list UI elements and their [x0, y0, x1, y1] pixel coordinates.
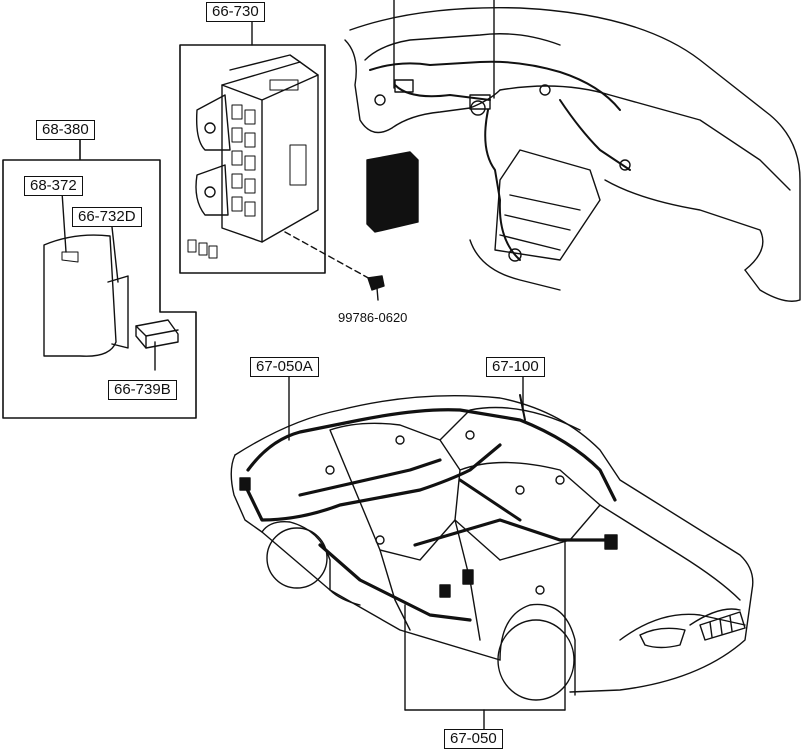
label-floor-harness: 67-050	[444, 729, 503, 749]
cover-assembly-illustration	[2, 139, 197, 419]
label-roof-harness: 67-100	[486, 357, 545, 377]
label-relay-bracket: 66-732D	[72, 207, 142, 227]
fuse-block-illustration	[179, 19, 385, 301]
label-cover: 68-372	[24, 176, 83, 196]
label-relay: 66-739B	[108, 380, 177, 400]
label-front-harness: 67-050A	[250, 357, 319, 377]
car-body-illustration	[230, 376, 754, 733]
label-fuse-block: 66-730	[206, 2, 265, 22]
label-screw: 99786-0620	[338, 310, 408, 325]
instrument-panel-illustration	[344, 0, 801, 302]
label-cover-assembly: 68-380	[36, 120, 95, 140]
